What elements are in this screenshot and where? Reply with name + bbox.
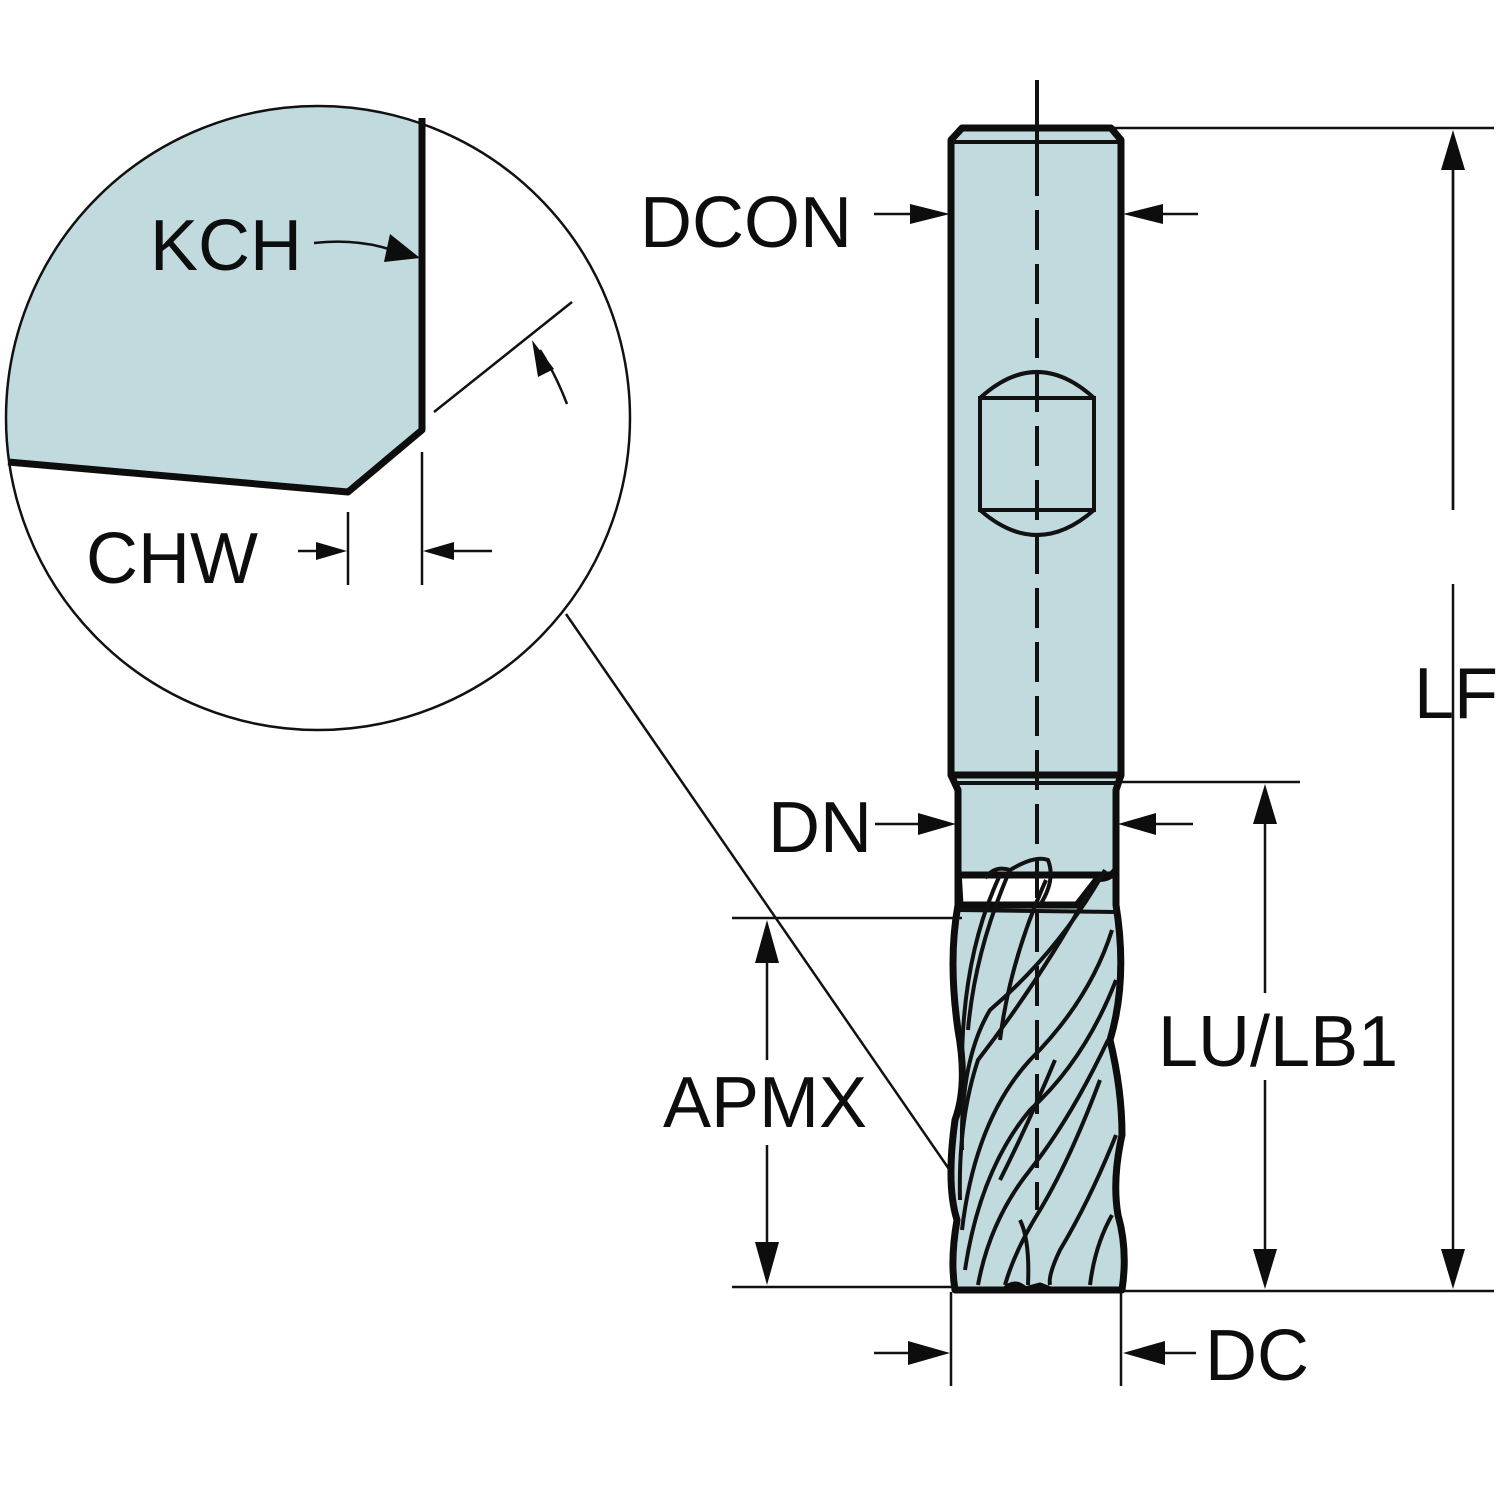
flute-top-curve [983,856,1053,907]
magnifier-circle [4,104,632,732]
detail-magnifier: KCH CHW [4,104,962,1186]
flute-line [998,1059,1057,1181]
chamfer-angle-line [433,301,573,413]
lu-arrowhead-top [1253,784,1277,824]
label-dc: DC [1205,1316,1309,1396]
helical-flutes [957,869,1118,1286]
end-mill [947,80,1128,1294]
label-dn: DN [768,788,872,868]
apmx-arrowhead-top [755,920,779,963]
dim-lf: LF [1111,126,1500,1293]
dim-dc: DC [874,1292,1309,1396]
label-apmx: APMX [663,1063,867,1143]
flute-line [959,874,1002,1081]
flute-line [1018,1219,1031,1286]
chamfer-angle-arrowhead [532,340,554,377]
flute-line [1003,1079,1102,1286]
lu-arrowhead-bottom [1253,1249,1277,1289]
flute-line [1047,1134,1118,1286]
lf-arrowhead-top [1441,130,1465,170]
dim-dcon: DCON [640,183,1198,263]
dc-arrowhead-left [908,1341,950,1365]
lf-label-gap [1410,512,1500,584]
dim-apmx: APMX [663,916,962,1289]
dim-dn: DN [768,788,1193,868]
kch-arrowhead [384,234,420,262]
label-dcon: DCON [640,183,852,263]
dcon-arrowhead-left [910,204,950,224]
flute-line [963,979,1118,1271]
label-lf: LF [1414,654,1498,734]
flute-line [957,889,1092,1201]
flute-line [998,879,1048,1041]
lf-arrowhead-bottom [1441,1249,1465,1289]
dc-arrowhead-right [1123,1341,1165,1365]
label-lu-lb1: LU/LB1 [1158,1002,1398,1082]
magnifier-leader-line [564,613,962,1186]
chw-arrowhead-left [316,542,347,560]
dn-arrowhead-left [918,813,956,835]
flute-line [966,869,1012,1031]
label-chw: CHW [86,519,258,599]
detail-tool-edge [7,118,426,496]
flute-line [1088,1214,1114,1286]
dn-arrowhead-right [1118,813,1156,835]
dcon-arrowhead-right [1123,204,1163,224]
flute-line [976,1039,1110,1286]
chw-arrowhead-right [423,542,454,560]
dim-lu-lb1: LU/LB1 [1121,780,1398,1289]
label-kch: KCH [150,206,302,286]
tool-tip-edge [955,1281,1122,1294]
flute-line [960,929,1114,1231]
apmx-arrowhead-bottom [755,1242,779,1285]
